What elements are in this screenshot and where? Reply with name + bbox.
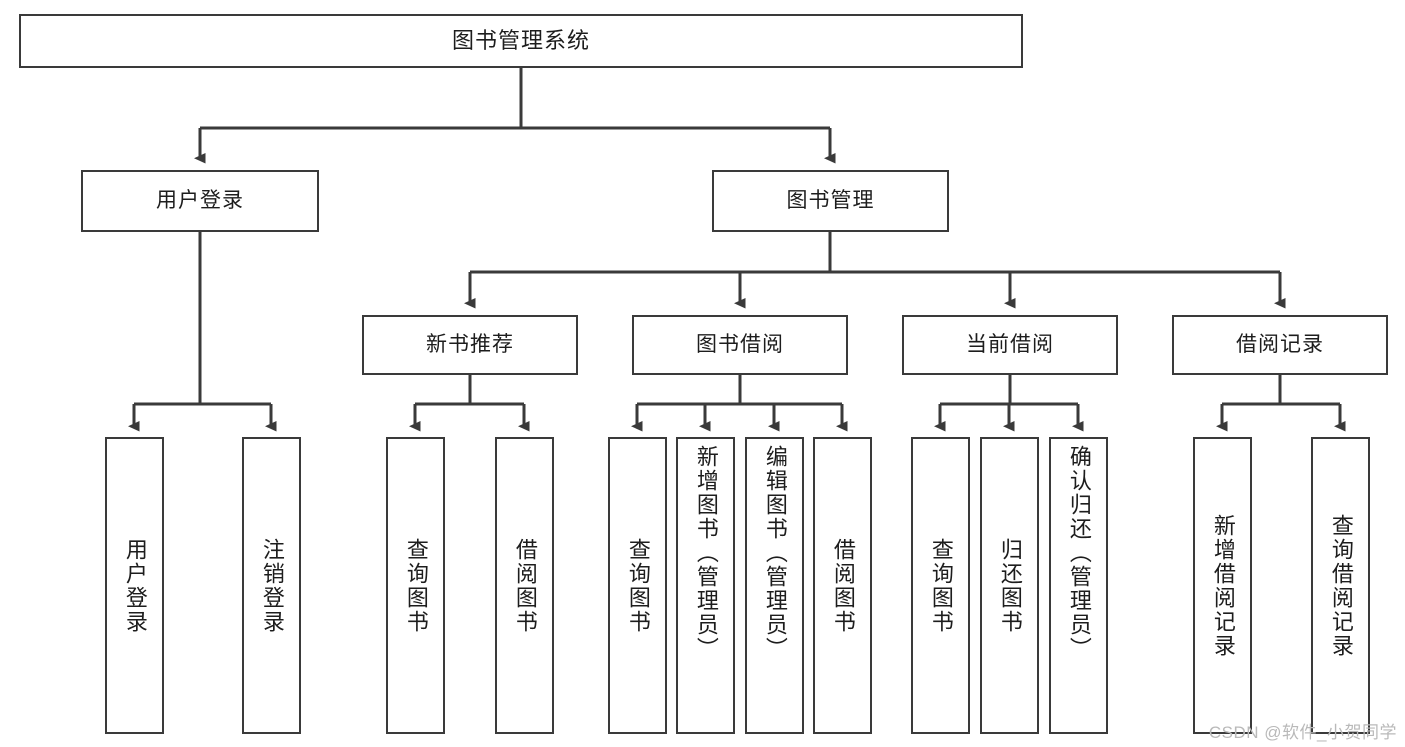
node-user-login-label: 用户登录	[156, 188, 244, 212]
leaf-confirm-return[interactable]: 确认归还（管理员）	[1049, 437, 1108, 734]
node-current-borrow-label: 当前借阅	[966, 332, 1054, 356]
node-book-manage-label: 图书管理	[786, 188, 875, 212]
leaf-return-book-label: 归还图书	[997, 537, 1023, 634]
node-root-label: 图书管理系统	[451, 28, 590, 54]
leaf-add-book-label: 新增图书（管理员）	[693, 445, 719, 661]
leaf-query-record-label: 查询借阅记录	[1328, 513, 1354, 658]
node-user-login[interactable]: 用户登录	[81, 170, 319, 232]
leaf-query-book-3[interactable]: 查询图书	[911, 437, 970, 734]
leaf-borrow-book-1-label: 借阅图书	[512, 537, 538, 634]
leaf-edit-book-label: 编辑图书（管理员）	[762, 445, 788, 661]
leaf-borrow-book-2[interactable]: 借阅图书	[813, 437, 872, 734]
node-book-borrow[interactable]: 图书借阅	[632, 315, 848, 375]
leaf-query-record[interactable]: 查询借阅记录	[1311, 437, 1370, 734]
node-current-borrow[interactable]: 当前借阅	[902, 315, 1118, 375]
node-borrow-record[interactable]: 借阅记录	[1172, 315, 1388, 375]
leaf-query-book-2[interactable]: 查询图书	[608, 437, 667, 734]
leaf-query-book-1[interactable]: 查询图书	[386, 437, 445, 734]
node-book-manage[interactable]: 图书管理	[712, 170, 949, 232]
leaf-logout-label: 注销登录	[259, 537, 285, 634]
csdn-watermark: CSDN @软件_小贺同学	[1208, 723, 1397, 742]
node-book-borrow-label: 图书借阅	[696, 332, 784, 356]
leaf-user-login[interactable]: 用户登录	[105, 437, 164, 734]
leaf-add-record-label: 新增借阅记录	[1210, 513, 1236, 658]
leaf-query-book-3-label: 查询图书	[928, 537, 954, 634]
node-borrow-record-label: 借阅记录	[1236, 332, 1324, 356]
leaf-query-book-2-label: 查询图书	[625, 537, 651, 634]
leaf-confirm-return-label: 确认归还（管理员）	[1066, 445, 1092, 661]
leaf-query-book-1-label: 查询图书	[403, 537, 429, 634]
leaf-borrow-book-2-label: 借阅图书	[830, 537, 856, 634]
leaf-edit-book[interactable]: 编辑图书（管理员）	[745, 437, 804, 734]
node-new-book-recommend-label: 新书推荐	[426, 332, 514, 356]
leaf-return-book[interactable]: 归还图书	[980, 437, 1039, 734]
leaf-borrow-book-1[interactable]: 借阅图书	[495, 437, 554, 734]
node-root[interactable]: 图书管理系统	[19, 14, 1023, 68]
leaf-user-login-label: 用户登录	[122, 537, 148, 634]
leaf-add-record[interactable]: 新增借阅记录	[1193, 437, 1252, 734]
node-new-book-recommend[interactable]: 新书推荐	[362, 315, 578, 375]
leaf-logout[interactable]: 注销登录	[242, 437, 301, 734]
leaf-add-book[interactable]: 新增图书（管理员）	[676, 437, 735, 734]
